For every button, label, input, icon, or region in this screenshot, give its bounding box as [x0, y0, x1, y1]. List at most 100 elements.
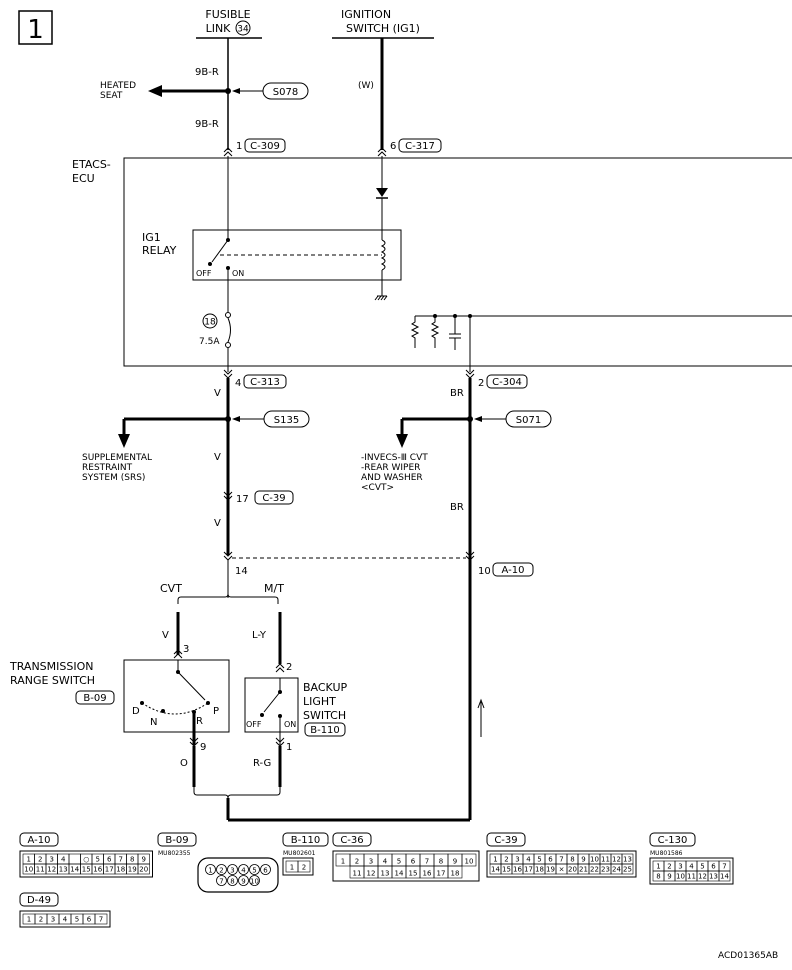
connector-part-number: MU801586 [650, 850, 683, 857]
connector-pin: 4 [383, 858, 388, 866]
relay-on: ON [232, 269, 244, 278]
relay-coil [380, 239, 386, 271]
connector-pin: 5 [96, 856, 100, 864]
connector-pin: 13 [709, 873, 718, 881]
trs-d: D [132, 706, 140, 717]
connector-pin: 10 [250, 878, 259, 886]
connector-pin: 19 [128, 866, 137, 874]
connector-pin: 1 [27, 856, 31, 864]
splice-s135: S135 [274, 415, 299, 426]
connector-pin: 14 [491, 866, 500, 874]
connector-pin: 11 [687, 873, 696, 881]
wire-v-label-2: V [214, 452, 221, 463]
connector-pin: 7 [99, 916, 103, 924]
connector-pin: 10 [465, 858, 474, 866]
figure-code: ACD01365AB [718, 951, 778, 961]
connector-id-label: C-36 [340, 835, 363, 846]
connector-pin: 6 [263, 867, 268, 875]
ignition-switch-label: IGNITION [341, 8, 391, 21]
trs-p: P [213, 706, 219, 717]
connector-pin: 3 [51, 916, 55, 924]
wire-br-label-2: BR [450, 502, 464, 513]
fusible-link-label-2: LINK [206, 22, 232, 35]
connector-pin: 8 [230, 878, 234, 886]
page-number-box: 1 [18, 10, 53, 45]
connector-pin: 13 [59, 866, 68, 874]
backup-label-2: LIGHT [303, 695, 336, 708]
page-number: 1 [27, 15, 44, 45]
connector-pin: 8 [656, 873, 660, 881]
etacs-label-2: ECU [72, 172, 95, 185]
connector-pin: 7 [425, 858, 429, 866]
backup-pin2: 2 [286, 662, 292, 673]
trs-label: TRANSMISSION [9, 660, 93, 673]
connector-pin: 20 [568, 866, 577, 874]
wire-9br-label-top: 9B-R [195, 67, 219, 78]
connector-pin: 12 [698, 873, 707, 881]
connector-pin: 2 [667, 863, 671, 871]
wire-w-label: (W) [358, 81, 374, 91]
splice-s078: S078 [273, 87, 298, 98]
connector-pin: 15 [82, 866, 91, 874]
connector-pin: 19 [546, 866, 555, 874]
connector-id-label: C-39 [494, 835, 517, 846]
invecs-label-3: AND WASHER [361, 473, 423, 483]
conn-c313: C-313 [250, 377, 280, 388]
connector-pin: 18 [116, 866, 125, 874]
connector-pin: 5 [537, 856, 541, 864]
conn-c304-pin: 2 [478, 378, 484, 389]
ig1-relay-label-2: RELAY [142, 244, 177, 257]
invecs-label-2: -REAR WIPER [361, 463, 420, 473]
connector-pin: 12 [367, 870, 376, 878]
splice-s071: S071 [516, 415, 541, 426]
wire-9br-label-bottom: 9B-R [195, 119, 219, 130]
connector-pin: 13 [623, 856, 632, 864]
diode-symbol [376, 188, 388, 197]
connector-pin: 14 [720, 873, 729, 881]
bl-off: OFF [246, 720, 262, 729]
bl-on: ON [284, 720, 296, 729]
trs-r: R [196, 716, 203, 727]
connector-pin: 6 [107, 856, 112, 864]
connector-pin: 1 [27, 916, 31, 924]
fuse-symbol [227, 317, 231, 343]
trs-pin9: 9 [200, 742, 206, 753]
connector-pin: 17 [105, 866, 114, 874]
wire-v-label-4: V [162, 630, 169, 641]
conn-a10-pin: 10 [478, 566, 491, 577]
backup-light-switch-box [244, 677, 299, 733]
connector-pin: 8 [130, 856, 134, 864]
connector-pin: 4 [61, 856, 66, 864]
connector-pin: 21 [579, 866, 588, 874]
wire-o-label: O [180, 758, 188, 769]
connector-part-number: MU802355 [158, 850, 191, 857]
backup-label: BACKUP [303, 681, 348, 694]
conn-c309-pin: 1 [236, 141, 242, 152]
connector-pin: 1 [208, 867, 212, 875]
connector-pin: 7 [722, 863, 726, 871]
ignition-switch-label-2: SWITCH (IG1) [346, 22, 420, 35]
connector-pin: 7 [559, 856, 563, 864]
invecs-label-4: <CVT> [361, 483, 394, 493]
relay-off: OFF [196, 269, 212, 278]
connector-pin: 15 [502, 866, 511, 874]
wire-ly-label: L-Y [252, 630, 267, 641]
connector-pin: 10 [676, 873, 685, 881]
connector-pin: 1 [341, 858, 345, 866]
connector-pin: 1 [290, 864, 294, 872]
fuse-number: 18 [204, 318, 216, 328]
invecs-label: -INVECS-Ⅲ CVT [361, 453, 428, 463]
connector-pin: 16 [513, 866, 522, 874]
connector-pin: 2 [355, 858, 359, 866]
connector-pin: 25 [623, 866, 632, 874]
connector-pin: 8 [439, 858, 443, 866]
srs-arrow [118, 434, 130, 448]
connector-pin: 5 [397, 858, 401, 866]
connector-pin: 6 [548, 856, 553, 864]
conn-c313-pin: 4 [235, 378, 241, 389]
connector-pin: 5 [252, 867, 256, 875]
